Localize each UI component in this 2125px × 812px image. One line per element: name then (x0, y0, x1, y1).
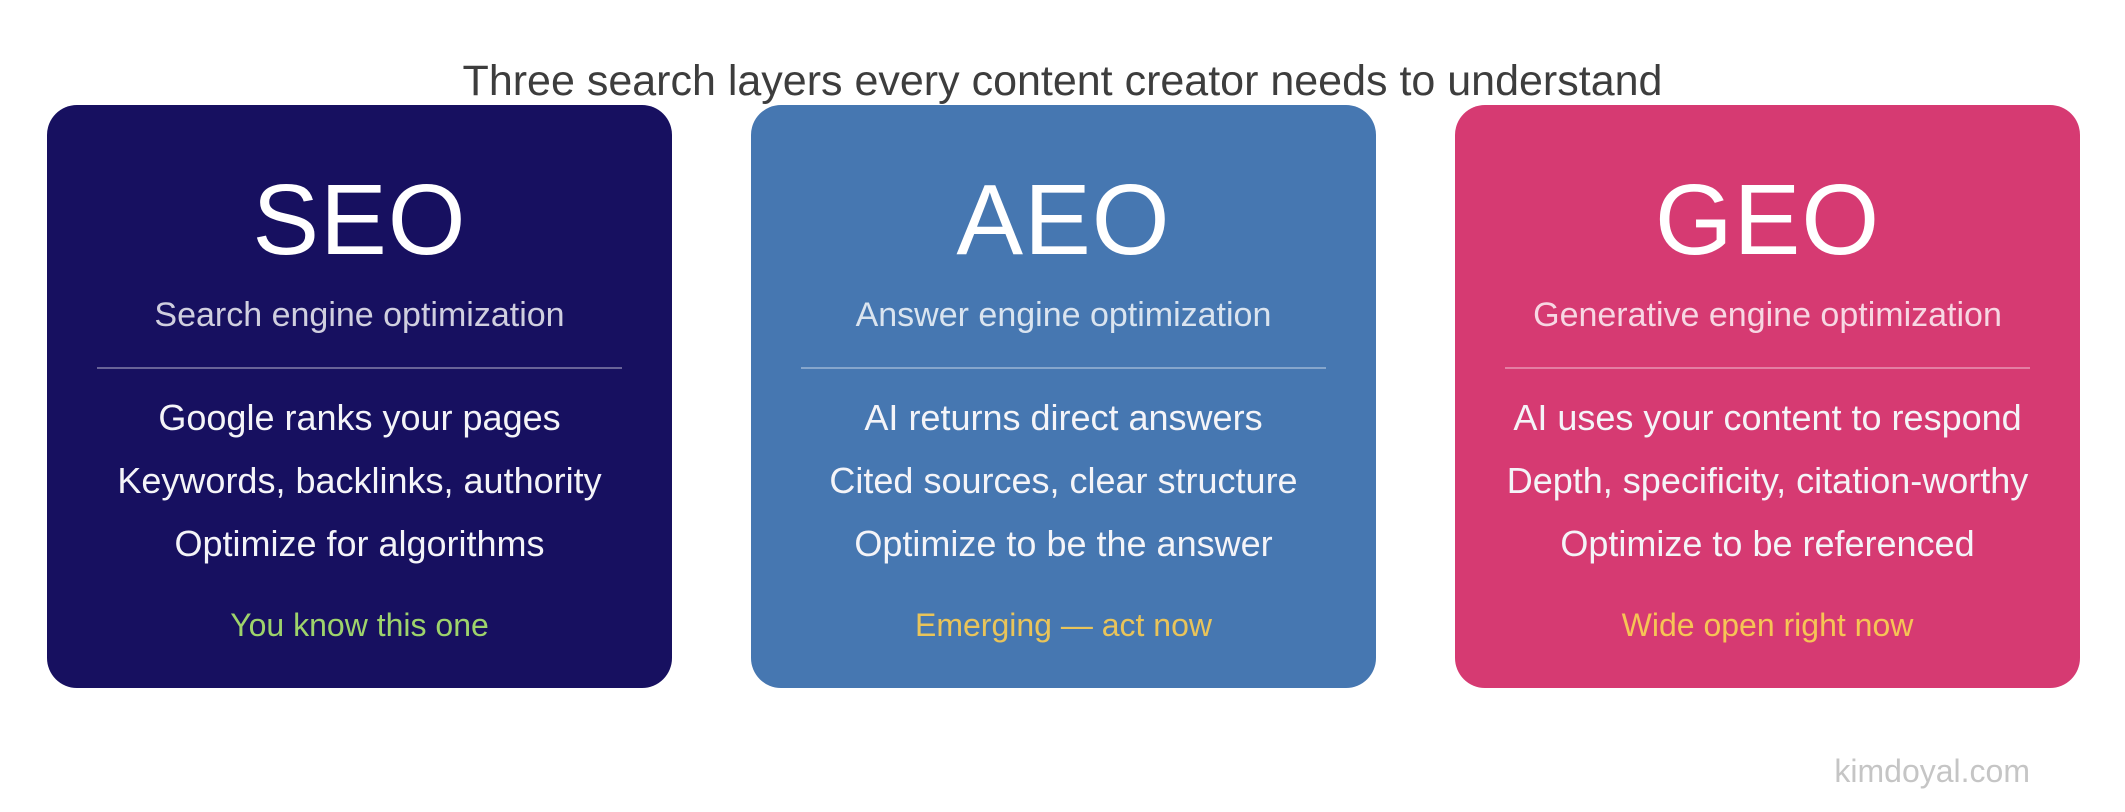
card-aeo-subtitle: Answer engine optimization (855, 296, 1272, 334)
card-aeo-acronym: AEO (956, 164, 1171, 276)
card-seo-subtitle: Search engine optimization (154, 296, 565, 334)
card-geo-acronym: GEO (1654, 164, 1881, 276)
card-aeo-note: Emerging — act now (914, 607, 1212, 643)
card-aeo: AEO Answer engine optimization AI return… (751, 105, 1376, 688)
card-seo-line-1: Google ranks your pages (158, 397, 561, 438)
page-title: Three search layers every content creato… (462, 56, 1663, 105)
card-aeo-line-2: Cited sources, clear structure (829, 460, 1298, 501)
card-geo-subtitle: Generative engine optimization (1533, 296, 2002, 334)
card-geo-line-1: AI uses your content to respond (1513, 397, 2022, 438)
watermark: kimdoyal.com (1834, 753, 2030, 789)
card-geo: GEO Generative engine optimization AI us… (1455, 105, 2080, 688)
cards-row: SEO Search engine optimization Google ra… (47, 105, 2080, 688)
card-aeo-line-3: Optimize to be the answer (854, 523, 1273, 564)
card-seo-line-2: Keywords, backlinks, authority (117, 460, 602, 501)
card-seo-divider (97, 367, 622, 369)
card-seo-acronym: SEO (252, 164, 467, 276)
card-aeo-body: AI returns direct answers Cited sources,… (751, 386, 1376, 575)
card-aeo-divider (801, 367, 1326, 369)
card-geo-divider (1505, 367, 2030, 369)
card-seo-body: Google ranks your pages Keywords, backli… (47, 386, 672, 575)
card-aeo-line-1: AI returns direct answers (864, 397, 1263, 438)
card-seo-note: You know this one (230, 607, 489, 643)
card-geo-body: AI uses your content to respond Depth, s… (1455, 386, 2080, 575)
card-geo-line-2: Depth, specificity, citation-worthy (1506, 460, 2029, 501)
card-seo-line-3: Optimize for algorithms (174, 523, 545, 564)
card-geo-note: Wide open right now (1621, 607, 1914, 643)
card-geo-line-3: Optimize to be referenced (1560, 523, 1975, 564)
card-seo: SEO Search engine optimization Google ra… (47, 105, 672, 688)
